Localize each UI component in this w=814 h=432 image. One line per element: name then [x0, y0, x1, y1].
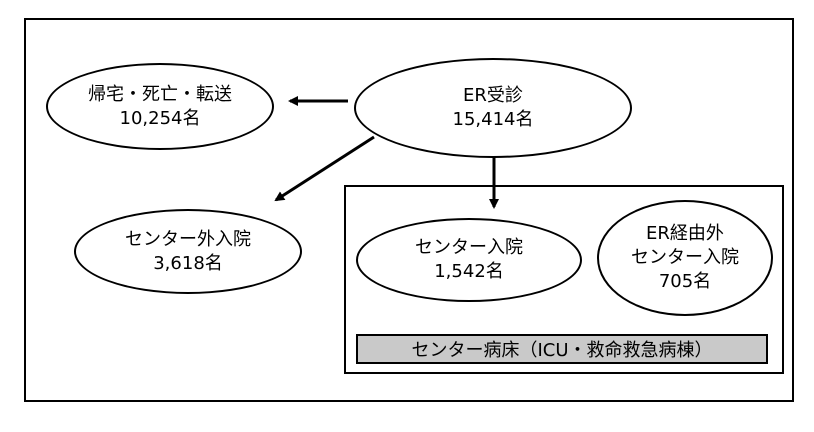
er-visit-node: ER受診 15,414名	[354, 58, 632, 158]
home-death-transfer-label: 帰宅・死亡・転送	[88, 83, 232, 105]
center-admission-node: センター入院 1,542名	[356, 218, 582, 302]
non-er-center-admission-count: 705名	[658, 271, 712, 292]
center-admission-count: 1,542名	[434, 261, 504, 282]
outside-center-admission-node: センター外入院 3,618名	[74, 209, 302, 294]
er-visit-label: ER受診	[463, 85, 523, 106]
center-beds-frame	[344, 185, 784, 374]
outside-center-admission-label: センター外入院	[125, 228, 251, 250]
home-death-transfer-node: 帰宅・死亡・転送 10,254名	[46, 63, 274, 150]
outside-center-admission-count: 3,618名	[153, 252, 223, 274]
home-death-transfer-count: 10,254名	[119, 107, 201, 129]
center-admission-label: センター入院	[415, 237, 523, 258]
outer-frame	[24, 18, 794, 402]
non-er-center-admission-node: ER経由外 センター入院 705名	[597, 200, 773, 316]
center-beds-bar: センター病床（ICU・救命救急病棟）	[356, 334, 768, 364]
non-er-center-admission-label-line1: ER経由外	[646, 223, 724, 244]
non-er-center-admission-label-line2: センター入院	[631, 247, 739, 268]
center-beds-label: センター病床（ICU・救命救急病棟）	[411, 340, 713, 361]
er-visit-count: 15,414名	[452, 109, 534, 130]
